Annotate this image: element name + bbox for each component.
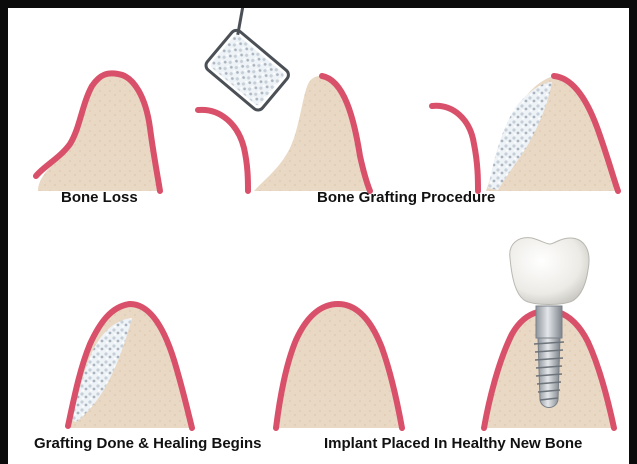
caption-bone-grafting: Bone Grafting Procedure (317, 189, 495, 207)
bone-ridge-icon (276, 304, 402, 428)
gum-flap-icon (432, 106, 478, 191)
panel-healed (276, 304, 402, 428)
panel-bone-loss (36, 73, 160, 191)
panel-implant (484, 238, 614, 428)
grafting-tool-icon (187, 8, 309, 112)
panel-healing (68, 304, 192, 428)
caption-grafting-done: Grafting Done & Healing Begins (34, 435, 262, 453)
gum-flap-icon (198, 110, 248, 191)
caption-bone-loss: Bone Loss (61, 189, 138, 207)
caption-implant-placed: Implant Placed In Healthy New Bone (324, 435, 582, 453)
dental-crown-icon (510, 238, 589, 305)
panel-bone-grafting (187, 8, 370, 191)
bone-graft-illustration (8, 8, 637, 464)
bone-ridge-icon (254, 76, 370, 191)
panel-graft-placed (432, 76, 618, 191)
